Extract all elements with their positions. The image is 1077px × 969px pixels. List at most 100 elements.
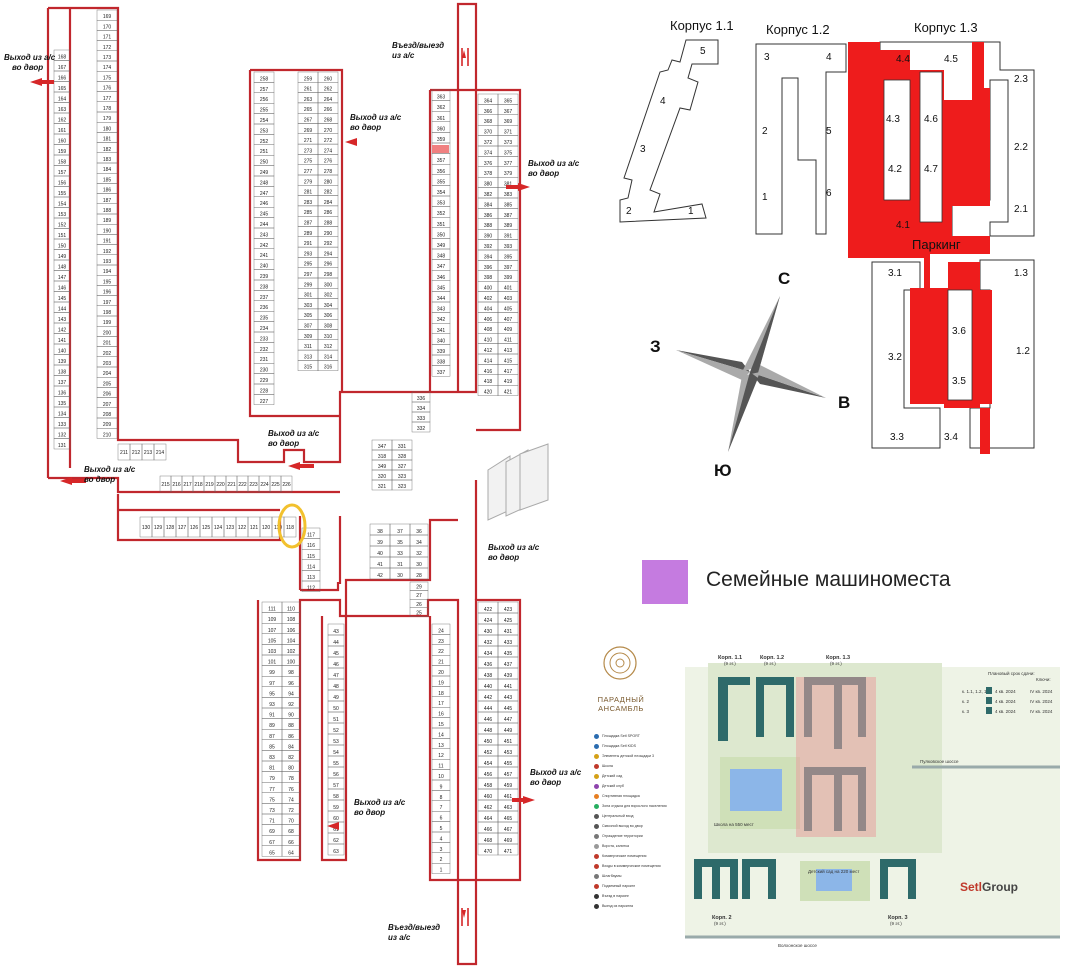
parking-slot-number: 245 bbox=[260, 212, 269, 218]
parking-slot-number: 45 bbox=[333, 651, 339, 657]
exit-label: Выход из а/с bbox=[354, 798, 406, 807]
parking-slot-number: 153 bbox=[58, 212, 67, 218]
parking-slot-number: 350 bbox=[437, 232, 446, 238]
svg-text:1: 1 bbox=[762, 192, 768, 203]
parking-slot-number: 254 bbox=[260, 118, 269, 124]
parking-slot-number: 129 bbox=[154, 525, 163, 531]
parking-slot-number: 336 bbox=[417, 396, 426, 402]
parking-slot-number: 452 bbox=[484, 750, 493, 756]
parking-slot-number: 280 bbox=[324, 179, 333, 185]
parking-slot bbox=[411, 421, 431, 433]
entry-label: Въезд/выезд bbox=[392, 41, 444, 50]
parking-slot-number: 177 bbox=[103, 96, 112, 102]
legend-dot-icon bbox=[594, 803, 599, 809]
parking-slot-number: 318 bbox=[378, 454, 387, 460]
parking-slot-number: 298 bbox=[324, 272, 333, 278]
parking-slot-number: 328 bbox=[398, 454, 407, 460]
exit-label: Выход из а/с bbox=[4, 53, 56, 62]
parking-slot-number: 36 bbox=[416, 529, 422, 535]
parking-slot-number: 76 bbox=[288, 787, 294, 793]
parking-slot bbox=[253, 394, 275, 405]
parking-slot-number: 262 bbox=[324, 87, 333, 93]
parking-slot-number: 116 bbox=[307, 543, 315, 549]
parking-slot-number: 109 bbox=[268, 617, 277, 623]
parking-slot-number: 309 bbox=[304, 334, 313, 340]
parking-slot-number: 47 bbox=[333, 673, 339, 679]
parking-slot-number: 408 bbox=[484, 327, 493, 333]
parking-slot-number: 24 bbox=[438, 628, 444, 634]
parking-slot-number: 172 bbox=[103, 45, 112, 51]
parking-slot-number: 289 bbox=[304, 231, 313, 237]
parking-slot-number: 235 bbox=[260, 316, 269, 322]
parking-slot-number: 418 bbox=[484, 379, 493, 385]
parking-slot-number: 31 bbox=[397, 562, 403, 568]
parking-slot-number: 11 bbox=[438, 764, 443, 770]
parking-slot-number: 91 bbox=[269, 713, 275, 719]
brand-logo bbox=[603, 646, 637, 680]
parking-slot-number: 297 bbox=[304, 272, 313, 278]
parking-slot-number: 281 bbox=[304, 190, 313, 196]
parking-slot-number: 410 bbox=[484, 338, 493, 344]
parking-slot-number: 249 bbox=[260, 170, 269, 176]
parking-slot-number: 128 bbox=[166, 525, 175, 531]
setl-group-logo: SetlGroup bbox=[960, 880, 1019, 894]
parking-slot-number: 446 bbox=[484, 717, 493, 723]
svg-text:4.3: 4.3 bbox=[886, 114, 900, 125]
parking-slot-number: 22 bbox=[438, 649, 444, 655]
parking-slot-number: 32 bbox=[416, 551, 422, 557]
parking-slot-number: 431 bbox=[504, 629, 513, 635]
parking-slot-number: 383 bbox=[504, 192, 513, 198]
svg-text:2: 2 bbox=[762, 126, 768, 137]
parking-slot-number: 157 bbox=[58, 170, 67, 176]
parking-slot-number: 88 bbox=[288, 723, 294, 729]
parking-slot-number: 323 bbox=[398, 484, 407, 490]
bro-legend-item: Зона отдыха для взрослого населения bbox=[594, 801, 667, 811]
parking-slot-number: 218 bbox=[194, 482, 203, 488]
parking-slot-number: 183 bbox=[103, 157, 112, 163]
parking-slot-number: 306 bbox=[324, 313, 333, 319]
parking-slot-number: 93 bbox=[269, 702, 275, 708]
parking-slots: 1681671661651641631621611601591581571561… bbox=[53, 9, 519, 874]
parking-slot-number: 301 bbox=[304, 293, 313, 299]
parking-slot-number: 270 bbox=[324, 128, 333, 134]
parking-slot-number: 106 bbox=[287, 628, 296, 634]
bro-korp-3: Корп. 3 bbox=[888, 915, 908, 921]
parking-slot-number: 184 bbox=[103, 167, 112, 173]
parking-slot-number: 5 bbox=[440, 826, 443, 832]
parking-slot-number: 445 bbox=[504, 706, 513, 712]
parking-slot-number: 52 bbox=[333, 728, 339, 734]
legend-swatch bbox=[642, 560, 688, 604]
parking-slot-number: 370 bbox=[484, 130, 493, 136]
bro-legend-item: Подземный паркинг bbox=[594, 881, 667, 891]
parking-slot-number: 416 bbox=[484, 369, 493, 375]
parking-slot bbox=[497, 385, 519, 396]
parking-slot-number: 327 bbox=[398, 464, 407, 470]
parking-slot-number: 287 bbox=[304, 221, 313, 227]
parking-slot-number: 356 bbox=[437, 169, 446, 175]
entry-label: из а/с bbox=[392, 51, 415, 60]
parking-slot-number: 14 bbox=[438, 732, 444, 738]
parking-slot-number: 339 bbox=[437, 349, 446, 355]
parking-slot-number: 396 bbox=[484, 265, 493, 271]
parking-slot-number: 214 bbox=[156, 450, 165, 456]
parking-slot-number: 207 bbox=[103, 402, 112, 408]
parking-slot-number: 151 bbox=[58, 233, 67, 239]
parking-slot-number: 240 bbox=[260, 264, 269, 270]
bro-legend-item: Школа bbox=[594, 761, 667, 771]
parking-slot-number: 241 bbox=[260, 253, 269, 259]
parking-slot-number: 276 bbox=[324, 159, 333, 165]
parking-slot-number: 402 bbox=[484, 296, 493, 302]
parking-slot-number: 230 bbox=[260, 368, 269, 374]
exit-arrows bbox=[30, 50, 535, 918]
parking-slot-number: 419 bbox=[504, 379, 513, 385]
parking-slot-number: 165 bbox=[58, 86, 67, 92]
bro-kindergarten: Детский сад на 220 мест bbox=[808, 868, 859, 874]
bro-legend-item: Коммерческие помещения bbox=[594, 851, 667, 861]
exit-label: Выход из а/с bbox=[488, 543, 540, 552]
parking-slot-number: 138 bbox=[58, 370, 67, 376]
parking-slot-number: 211 bbox=[120, 450, 128, 456]
parking-slot-number: 69 bbox=[269, 829, 275, 835]
exit-label: Выход из а/с bbox=[84, 465, 136, 474]
parking-slot-number: 314 bbox=[324, 354, 333, 360]
